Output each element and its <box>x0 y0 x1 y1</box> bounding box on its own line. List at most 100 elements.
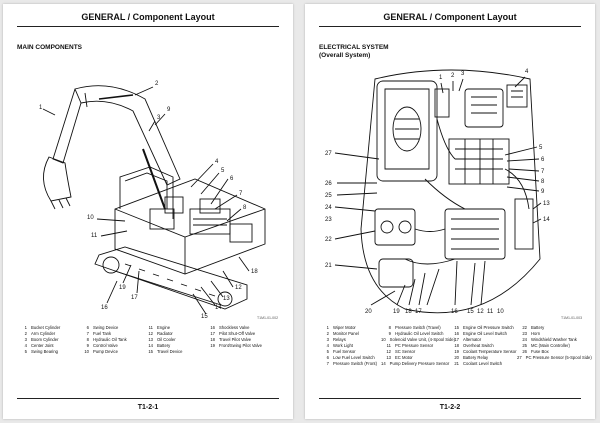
right-callout-2: 2 <box>451 73 455 79</box>
legend-number: 13 <box>148 337 153 342</box>
legend-text: MC (Main Controller) <box>531 343 570 348</box>
legend-text: Engine Oil Pressure Switch <box>463 325 514 330</box>
legend-number: 19 <box>210 343 215 348</box>
right-page: GENERAL / Component Layout ELECTRICAL SY… <box>305 4 595 419</box>
legend-number: 7 <box>326 361 329 366</box>
legend-number: 13 <box>386 355 391 360</box>
left-callout-5: 5 <box>221 168 225 174</box>
legend-text: Pump Device <box>93 349 118 354</box>
left-callout-4: 4 <box>215 159 219 165</box>
legend-number: 26 <box>522 349 527 354</box>
legend-number: 11 <box>386 343 391 348</box>
right-callout-23: 23 <box>325 217 332 223</box>
right-page-number: T1-2-2 <box>439 404 461 411</box>
legend-text: Horn <box>531 331 541 336</box>
right-callout-3: 3 <box>461 71 465 77</box>
right-callout-20: 20 <box>365 309 372 315</box>
right-callout-25: 25 <box>325 193 332 199</box>
legend-text: Solenoid Valve Unit, (4-Spool Side) <box>389 337 456 342</box>
legend-text: Engine <box>157 325 171 330</box>
legend-item: 8 Hydraulic Oil Tank <box>79 337 143 343</box>
legend-number: 4 <box>24 343 27 348</box>
left-callout-12: 12 <box>235 285 242 291</box>
legend-number: 12 <box>148 331 153 336</box>
left-page: GENERAL / Component Layout MAIN COMPONEN… <box>3 4 293 419</box>
right-callout-12: 12 <box>477 309 484 315</box>
legend-number: 14 <box>381 361 386 366</box>
right-header-rule <box>319 26 581 27</box>
legend-text: EC Motor <box>395 355 413 360</box>
legend-number: 20 <box>454 355 459 360</box>
legend-text: PC Pressure Sensor (5-Spool Side) <box>525 355 592 360</box>
legend-text: Battery <box>531 325 545 330</box>
left-callout-15: 15 <box>201 314 208 319</box>
legend-text: Boom Cylinder <box>31 337 59 342</box>
legend-number: 6 <box>86 325 89 330</box>
legend-text: Radiator <box>157 331 173 336</box>
legend-text: Engine Oil Level Switch <box>463 331 507 336</box>
legend-number: 8 <box>86 337 89 342</box>
right-callout-24: 24 <box>325 205 332 211</box>
legend-item: 3 Boom Cylinder <box>17 337 79 343</box>
legend-text: Swing Bearing <box>31 349 59 354</box>
left-callout-14: 14 <box>215 305 222 311</box>
right-section-line1: ELECTRICAL SYSTEM <box>319 44 389 51</box>
legend-number: 18 <box>454 343 459 348</box>
right-callout-15: 15 <box>467 309 474 315</box>
legend-text: Swing Device <box>93 325 119 330</box>
legend-number: 3 <box>24 337 27 342</box>
legend-number: 22 <box>522 325 527 330</box>
legend-number: 9 <box>86 343 89 348</box>
right-callout-18: 18 <box>405 309 412 315</box>
left-figure-id: T1M1-01-002 <box>257 316 279 320</box>
legend-text: Arm Cylinder <box>31 331 56 336</box>
legend-number: 2 <box>24 331 27 336</box>
legend-number: 16 <box>210 325 215 330</box>
right-callout-6: 6 <box>541 157 545 163</box>
legend-number: 18 <box>210 337 215 342</box>
right-callout-17: 17 <box>415 309 422 315</box>
legend-text: Fuel Tank <box>93 331 112 336</box>
legend-text: Hydraulic Oil Tank <box>93 337 127 342</box>
legend-item: 6 Swing Device <box>79 325 143 331</box>
left-header-rule <box>17 26 279 27</box>
left-section-title: MAIN COMPONENTS <box>17 44 82 51</box>
legend-item: 7 Fuel Tank <box>79 331 143 337</box>
legend-column: 6 Swing Device 7 Fuel Tank 8 Hydraulic Oil Ta… <box>79 325 143 355</box>
legend-number: 23 <box>522 331 527 336</box>
legend-number: 11 <box>148 325 153 330</box>
legend-number: 10 <box>84 349 89 354</box>
right-callout-11: 11 <box>487 309 494 315</box>
right-callout-10: 10 <box>497 309 504 315</box>
right-callout-7: 7 <box>541 169 545 175</box>
legend-number: 2 <box>326 331 329 336</box>
legend-number: 17 <box>210 331 215 336</box>
legend-number: 21 <box>454 361 459 366</box>
legend-item: 13 EC Motor <box>381 355 449 361</box>
legend-number: 7 <box>86 331 89 336</box>
